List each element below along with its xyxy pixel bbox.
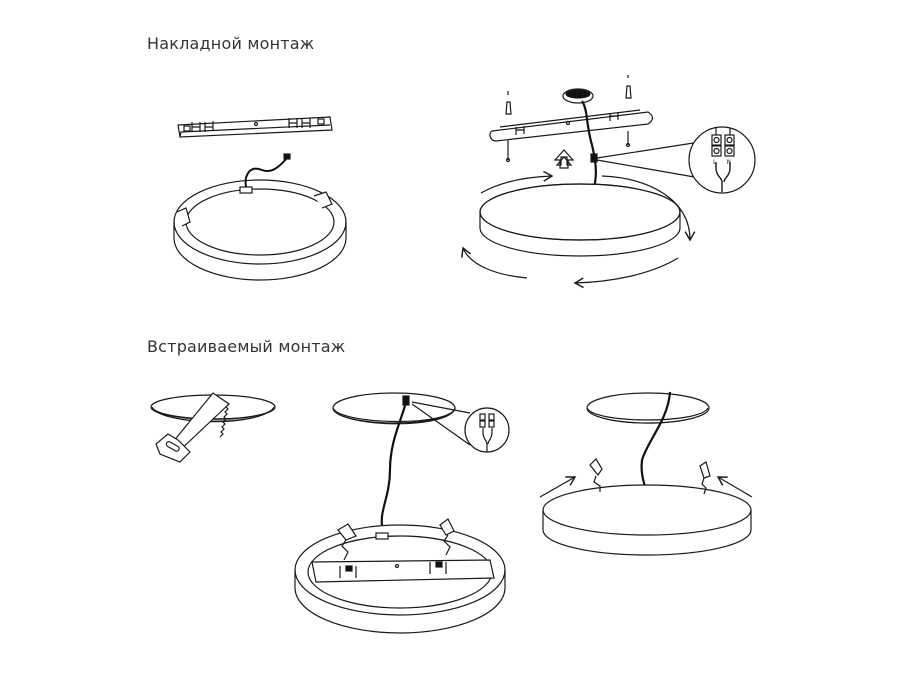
mounting-ring-icon (173, 153, 347, 281)
mounting-bracket-icon (489, 109, 654, 142)
terminal-label-N: N (727, 159, 731, 166)
round-lamp-icon (542, 484, 752, 556)
insert-arrow-icon (539, 476, 753, 498)
saw-icon (155, 392, 230, 463)
recessed-step-3-illustration (539, 391, 753, 556)
section-title-recessed-mount: Встраиваемый монтаж (147, 337, 346, 356)
screw-icon (505, 75, 632, 163)
section-title-surface-mount: Накладной монтаж (147, 34, 315, 53)
surface-step-1-illustration (173, 116, 347, 281)
mounting-bracket-icon (177, 116, 333, 138)
spring-clip-icon (589, 458, 711, 495)
terminal-block-callout (464, 407, 510, 453)
mounting-ring-with-clips-icon (294, 518, 506, 634)
terminal-label-L: L (713, 159, 717, 166)
surface-step-2-illustration: L N (461, 75, 756, 289)
up-arrow-icon (553, 149, 575, 169)
round-lamp-icon (479, 183, 681, 257)
recessed-step-1-illustration (150, 392, 276, 463)
terminal-block-callout: L N (688, 126, 756, 194)
rotation-arrow-icon (461, 170, 696, 289)
recessed-step-2-illustration (294, 392, 510, 634)
